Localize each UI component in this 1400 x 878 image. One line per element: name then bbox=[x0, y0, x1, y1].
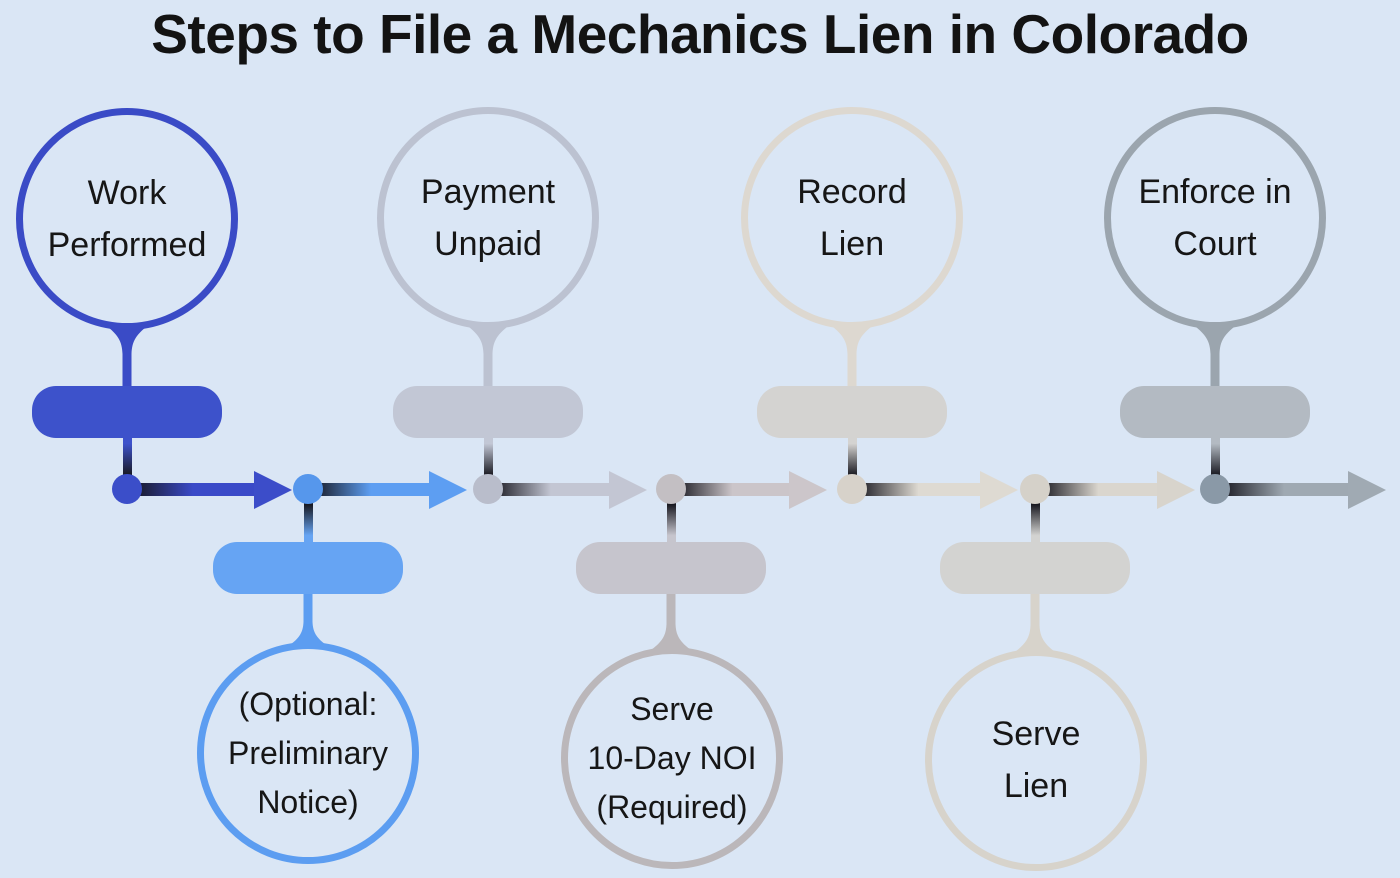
timeline-arrow-shaft-7 bbox=[1215, 483, 1348, 496]
arrow-right-icon bbox=[254, 471, 292, 509]
timeline-bar-work-performed bbox=[32, 386, 222, 438]
timeline-bar-preliminary-notice bbox=[213, 542, 403, 594]
step-circle-serve-lien: Serve Lien bbox=[925, 649, 1147, 871]
connector-stem bbox=[304, 489, 313, 543]
arrow-right-icon bbox=[1348, 471, 1386, 509]
step-label: (Optional: Preliminary Notice) bbox=[227, 685, 389, 820]
connector-stem bbox=[1031, 489, 1040, 543]
step-circle-work-performed: Work Performed bbox=[16, 108, 238, 330]
timeline-arrow-shaft-6 bbox=[1035, 483, 1157, 496]
balloon-tail bbox=[826, 322, 878, 388]
timeline-bar-record-lien bbox=[757, 386, 947, 438]
step-circle-enforce-court: Enforce in Court bbox=[1104, 107, 1326, 329]
timeline-dot-enforce-court bbox=[1200, 474, 1230, 504]
arrow-right-icon bbox=[789, 471, 827, 509]
step-label: Record Lien bbox=[797, 173, 907, 263]
connector-stem bbox=[484, 436, 493, 491]
balloon-tail bbox=[462, 322, 514, 388]
connector-stem bbox=[123, 436, 132, 491]
connector-stem bbox=[1211, 436, 1220, 491]
step-label: Payment Unpaid bbox=[420, 173, 556, 263]
timeline-bar-payment-unpaid bbox=[393, 386, 583, 438]
timeline-dot-payment-unpaid bbox=[473, 474, 503, 504]
step-label: Serve 10-Day NOI (Required) bbox=[587, 690, 757, 825]
step-label: Work Performed bbox=[47, 174, 207, 264]
timeline-arrow-shaft-3 bbox=[488, 483, 609, 496]
balloon-tail bbox=[1189, 322, 1241, 388]
balloon-tail bbox=[645, 592, 697, 654]
step-label: Serve Lien bbox=[991, 715, 1081, 805]
timeline-dot-record-lien bbox=[837, 474, 867, 504]
connector-stem bbox=[667, 489, 676, 543]
balloon-tail bbox=[101, 322, 153, 388]
timeline-arrow-shaft-4 bbox=[671, 483, 789, 496]
step-label: Enforce in Court bbox=[1138, 173, 1292, 263]
timeline-bar-serve-lien bbox=[940, 542, 1130, 594]
step-circle-record-lien: Record Lien bbox=[741, 107, 963, 329]
timeline-arrow-shaft-1 bbox=[127, 483, 254, 496]
timeline-arrow-shaft-2 bbox=[308, 483, 429, 496]
arrow-right-icon bbox=[980, 471, 1018, 509]
balloon-tail bbox=[282, 592, 334, 650]
timeline-dot-work-performed bbox=[112, 474, 142, 504]
page-title: Steps to File a Mechanics Lien in Colora… bbox=[151, 3, 1249, 65]
timeline-dot-serve-noi bbox=[656, 474, 686, 504]
arrow-right-icon bbox=[429, 471, 467, 509]
step-circle-payment-unpaid: Payment Unpaid bbox=[377, 107, 599, 329]
timeline-bar-serve-noi bbox=[576, 542, 766, 594]
timeline-dot-preliminary-notice bbox=[293, 474, 323, 504]
step-circle-serve-noi: Serve 10-Day NOI (Required) bbox=[561, 647, 783, 869]
connector-stem bbox=[848, 436, 857, 491]
timeline-bar-enforce-court bbox=[1120, 386, 1310, 438]
step-circle-preliminary-notice: (Optional: Preliminary Notice) bbox=[197, 642, 419, 864]
timeline-dot-serve-lien bbox=[1020, 474, 1050, 504]
balloon-tail bbox=[1009, 592, 1061, 656]
arrow-right-icon bbox=[1157, 471, 1195, 509]
arrow-right-icon bbox=[609, 471, 647, 509]
timeline-arrow-shaft-5 bbox=[852, 483, 980, 496]
